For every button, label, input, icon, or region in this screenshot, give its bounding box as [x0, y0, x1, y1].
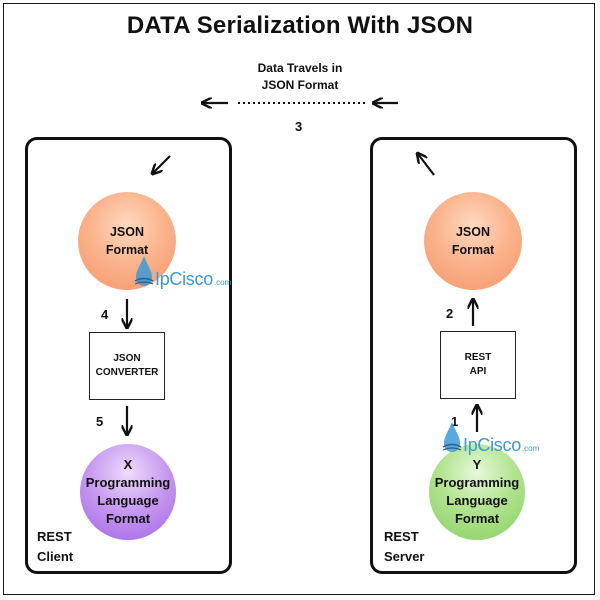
rest-client-label-line1: REST — [37, 529, 72, 544]
rest-server-label-line2: Server — [384, 549, 425, 564]
server-language-line3: Format — [454, 511, 500, 526]
converter-label-line1: JSON — [113, 353, 141, 364]
converter-label-line2: CONVERTER — [95, 367, 159, 378]
transport-label-line2: JSON Format — [261, 78, 339, 92]
watermark-brand: IpCisco — [155, 269, 213, 289]
diagram-title: DATA Serialization With JSON — [126, 12, 474, 39]
rest-server-label: REST Server — [384, 527, 424, 567]
server-language-line1: Programming — [434, 475, 520, 490]
transport-label-line1: Data Travels in — [257, 61, 343, 75]
client-json-label-line1: JSON — [109, 225, 145, 239]
server-json-circle: JSON Format — [424, 192, 522, 290]
json-converter-box: JSON CONVERTER — [89, 332, 165, 400]
rest-client-box — [25, 137, 232, 574]
server-language-line2: Language — [446, 493, 508, 508]
rest-client-label: REST Client — [37, 527, 73, 567]
step-4-label: 4 — [101, 307, 109, 322]
server-json-label-line2: Format — [451, 243, 495, 257]
client-language-line1: Programming — [85, 475, 171, 490]
client-language-line3: Format — [105, 511, 151, 526]
client-language-var: X — [123, 457, 133, 472]
server-json-label-line1: JSON — [455, 225, 491, 239]
rest-api-box: REST API — [440, 331, 516, 399]
client-json-circle: JSON Format — [78, 192, 176, 290]
server-language-var: Y — [472, 457, 482, 472]
step-3-label: 3 — [295, 119, 303, 134]
client-incoming-arrow — [153, 155, 171, 173]
step-2-label: 2 — [446, 306, 454, 321]
watermark-drop-icon — [134, 256, 154, 286]
step-5-label: 5 — [96, 414, 104, 429]
step-1-label: 1 — [451, 414, 459, 429]
watermark-suffix: .com — [213, 278, 232, 287]
watermark-logo-server: IpCisco .com — [441, 420, 539, 454]
api-label-line2: API — [469, 366, 487, 377]
rest-server-label-line1: REST — [384, 529, 419, 544]
watermark-suffix: .com — [521, 444, 540, 453]
server-language-circle: Y Programming Language Format — [429, 444, 525, 540]
rest-server-box — [370, 137, 577, 574]
watermark-brand: IpCisco — [463, 435, 521, 455]
watermark-logo-client: IpCisco .com — [133, 254, 231, 288]
api-label-line1: REST — [464, 352, 492, 363]
server-outgoing-arrow — [418, 154, 435, 176]
client-language-line2: Language — [97, 493, 159, 508]
client-json-label-line2: Format — [105, 243, 149, 257]
client-language-circle: X Programming Language Format — [80, 444, 176, 540]
watermark-drop-icon — [442, 422, 462, 452]
transport-label: Data Travels in JSON Format — [230, 60, 370, 94]
rest-client-label-line2: Client — [37, 549, 74, 564]
diagram-frame — [3, 3, 595, 595]
